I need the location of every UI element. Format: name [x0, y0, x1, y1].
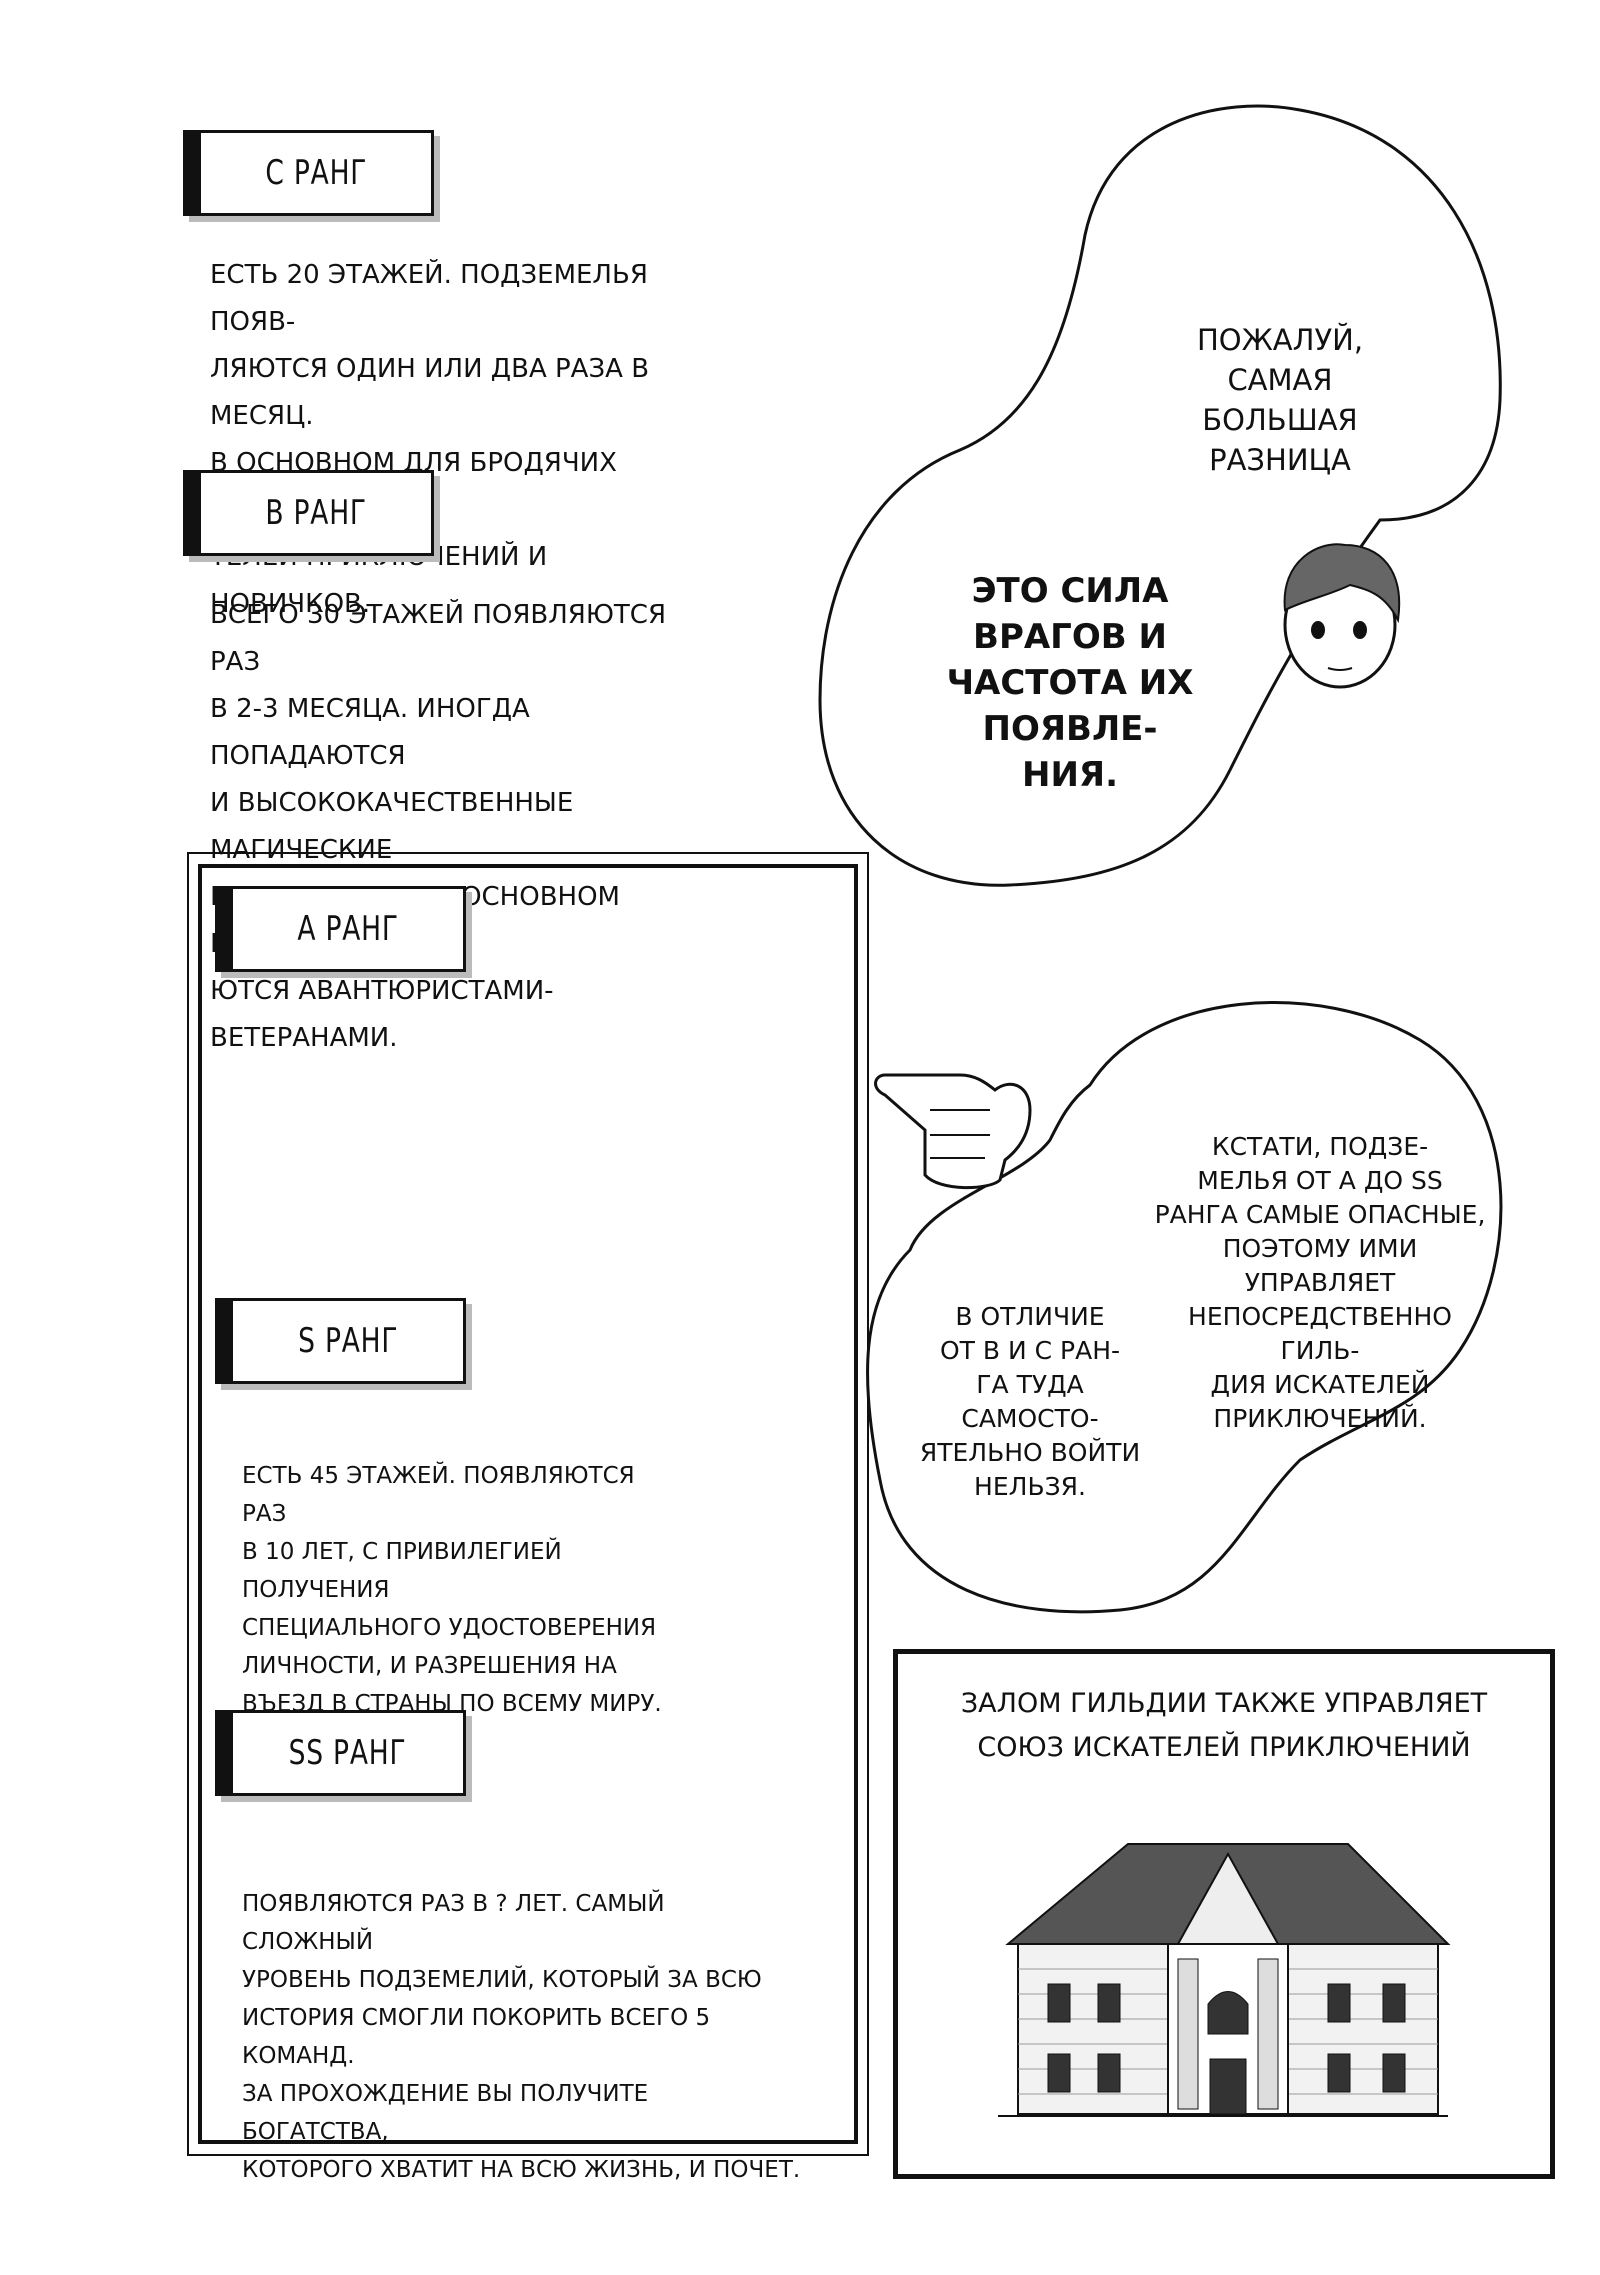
guild-hall-panel: ЗАЛОМ ГИЛЬДИИ ТАКЖЕ УПРАВЛЯЕТ СОЮЗ ИСКАТ… — [893, 1649, 1555, 2179]
bubble-middle-left-text: В ОТЛИЧИЕ ОТ В И С РАН- ГА ТУДА САМОСТО-… — [919, 1302, 1141, 1501]
rank-label-ss-text: SS РАНГ — [289, 1733, 407, 1773]
guild-building-illustration — [998, 1843, 1451, 2117]
rank-label-s-text: S РАНГ — [297, 1321, 399, 1361]
guild-hall-caption: ЗАЛОМ ГИЛЬДИИ ТАКЖЕ УПРАВЛЯЕТ СОЮЗ ИСКАТ… — [960, 1688, 1488, 1763]
rank-panel-outer-frame — [187, 852, 869, 2156]
bubble-middle-right-text: КСТАТИ, ПОДЗЕ- МЕЛЬЯ ОТ А ДО SS РАНГА СА… — [1154, 1132, 1486, 1433]
rank-label-b-text: В РАНГ — [265, 493, 367, 533]
rank-label-a: А РАНГ — [215, 886, 466, 972]
rank-ss-description: ПОЯВЛЯЮТСЯ РАЗ В ? ЛЕТ. САМЫЙ СЛОЖНЫЙ УР… — [242, 1891, 801, 2183]
speech-bubble-middle — [866, 1001, 1503, 1614]
pointing-hand-drawing — [874, 1073, 1032, 1190]
bubble-top-big-text: ЭТО СИЛА ВРАГОВ И ЧАСТОТА ИХ ПОЯВЛЕ- НИЯ… — [946, 571, 1194, 795]
rank-label-c: С РАНГ — [183, 130, 434, 216]
rank-label-a-text: А РАНГ — [297, 909, 399, 949]
rank-label-ss: SS РАНГ — [215, 1710, 466, 1796]
speech-bubble-top — [818, 104, 1502, 887]
bubble-top-small-text: ПОЖАЛУЙ, САМАЯ БОЛЬШАЯ РАЗНИЦА — [1196, 323, 1364, 477]
character-head-drawing — [1283, 543, 1401, 689]
rank-label-s: S РАНГ — [215, 1298, 466, 1384]
rank-label-c-text: С РАНГ — [265, 153, 367, 193]
rank-label-b: В РАНГ — [183, 470, 434, 556]
rank-panel-inner-frame — [198, 864, 858, 2144]
